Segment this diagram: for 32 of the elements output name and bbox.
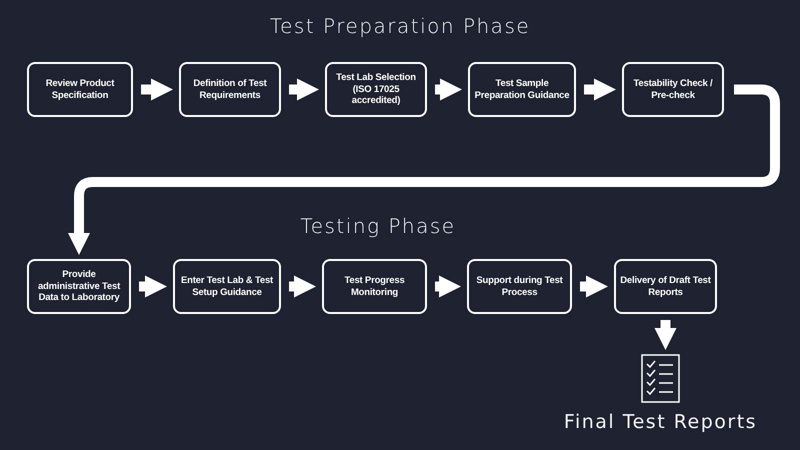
block-arrow: [654, 320, 676, 350]
step-text: Test Lab Selection (ISO 17025 accredited): [335, 72, 417, 108]
process-box: [179, 62, 281, 117]
block-arrow: [139, 276, 167, 298]
process-box: [622, 62, 724, 117]
step-text: Testability Check / Pre-check: [632, 78, 714, 102]
process-box: [322, 259, 427, 314]
process-box: [173, 259, 281, 314]
process-box: [325, 62, 427, 117]
block-arrow: [289, 78, 319, 100]
block-arrow: [289, 276, 316, 298]
step-text: Test Progress Monitoring: [343, 274, 406, 298]
process-box: [27, 259, 131, 314]
block-arrow: [435, 276, 461, 298]
block-arrow: [435, 78, 462, 100]
phase-heading: Testing Phase: [299, 214, 457, 238]
step-text: Definition of Test Requirements: [192, 78, 268, 102]
block-arrow: [580, 276, 608, 298]
step-text: Enter Test Lab & Test Setup Guidance: [180, 274, 274, 298]
output-label: Final Test Reports: [562, 411, 758, 433]
diagram-title: Test Preparation Phase: [268, 14, 532, 38]
step-text: Test Sample Preparation Guidance: [474, 78, 570, 102]
step-text: Support during Test Process: [475, 274, 564, 298]
process-box: [27, 62, 133, 117]
step-text: Provide administrative Test Data to Laboratory: [36, 268, 122, 304]
step-text: Review Product Specification: [44, 78, 116, 102]
step-text: Delivery of Draft Test Reports: [620, 274, 711, 298]
process-box: [467, 259, 572, 314]
process-box: [614, 259, 717, 314]
block-arrow: [141, 78, 173, 100]
block-arrow: [584, 78, 616, 100]
process-box: [468, 62, 576, 117]
